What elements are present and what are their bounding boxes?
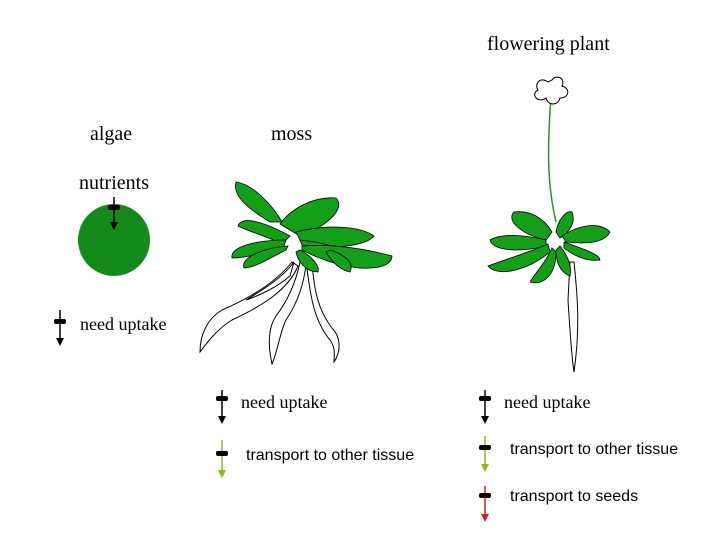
moss-title: moss — [271, 123, 313, 145]
flowering-root-icon — [567, 261, 579, 373]
flowering-stalk-icon — [547, 95, 557, 223]
flowering-plant-icon — [487, 76, 611, 373]
moss-legend-uptake-label: need uptake — [241, 392, 328, 412]
flowering-plant-title: flowering plant — [487, 33, 610, 55]
legend-flowering-seeds-arrow-icon — [479, 486, 491, 522]
algae-cell-icon — [78, 197, 150, 276]
flower-icon — [534, 76, 569, 105]
legend-moss-uptake-arrow-icon — [216, 390, 228, 424]
legend-flowering-tissue-arrow-icon — [479, 436, 491, 472]
algae-uptake-arrow-icon — [108, 197, 120, 230]
moss-rhizoids-icon — [199, 261, 340, 366]
algae-title: algae — [90, 123, 133, 145]
moss-legend-tissue-label: transport to other tissue — [246, 447, 415, 464]
moss-plant-icon — [199, 181, 393, 366]
flowering-legend-seeds-label: transport to seeds — [510, 488, 639, 505]
flowering-legend-tissue-label: transport to other tissue — [510, 441, 679, 458]
legend-algae-uptake-arrow-icon — [54, 310, 66, 346]
flowering-leaves-icon — [487, 211, 611, 284]
legend-flowering-uptake-arrow-icon — [479, 390, 491, 424]
nutrients-label: nutrients — [79, 172, 149, 194]
algae-legend-uptake-label: need uptake — [80, 314, 167, 334]
flowering-legend-uptake-label: need uptake — [504, 392, 591, 412]
legend-moss-tissue-arrow-icon — [216, 440, 228, 478]
moss-leaves-icon — [231, 181, 393, 273]
